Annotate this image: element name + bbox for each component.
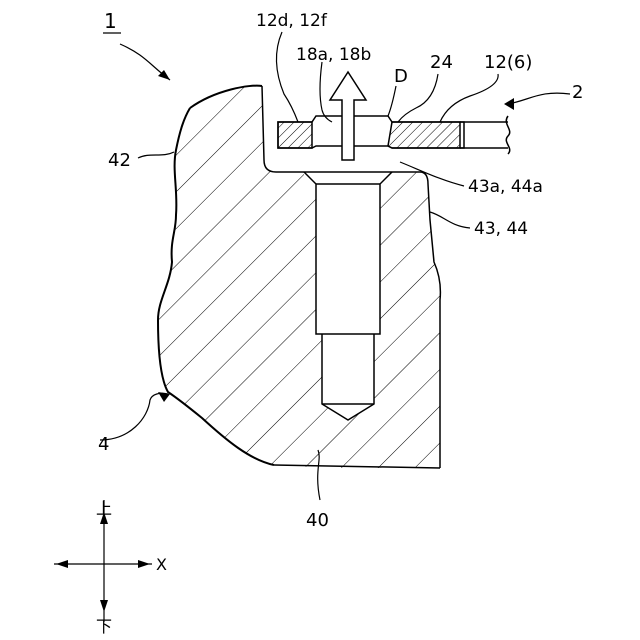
label-42: 42 [108, 150, 131, 171]
label-40: 40 [306, 510, 329, 531]
label-12d-12f: 12d, 12f [256, 11, 328, 31]
label-18a-18b: 18a, 18b [296, 45, 371, 65]
plate-12 [278, 116, 510, 154]
label-12-6: 12(6) [484, 52, 532, 73]
label-fig-number: 1 [104, 9, 117, 33]
label-24: 24 [430, 52, 453, 73]
label-2: 2 [572, 82, 583, 103]
axis-up-label: 上 [96, 499, 112, 518]
label-4: 4 [98, 434, 109, 455]
axis-x-label: X [156, 555, 167, 574]
part-2-arrowhead [504, 98, 514, 110]
label-d: D [394, 66, 408, 87]
axis-left-arrowhead [56, 560, 68, 568]
axis-down-arrowhead [100, 600, 108, 612]
part-4-arrowhead [158, 392, 170, 402]
axis-down-label: 下 [96, 617, 112, 636]
label-43a-44a: 43a, 44a [468, 177, 543, 197]
label-43-44: 43, 44 [474, 219, 528, 239]
axis-right-arrowhead [138, 560, 150, 568]
